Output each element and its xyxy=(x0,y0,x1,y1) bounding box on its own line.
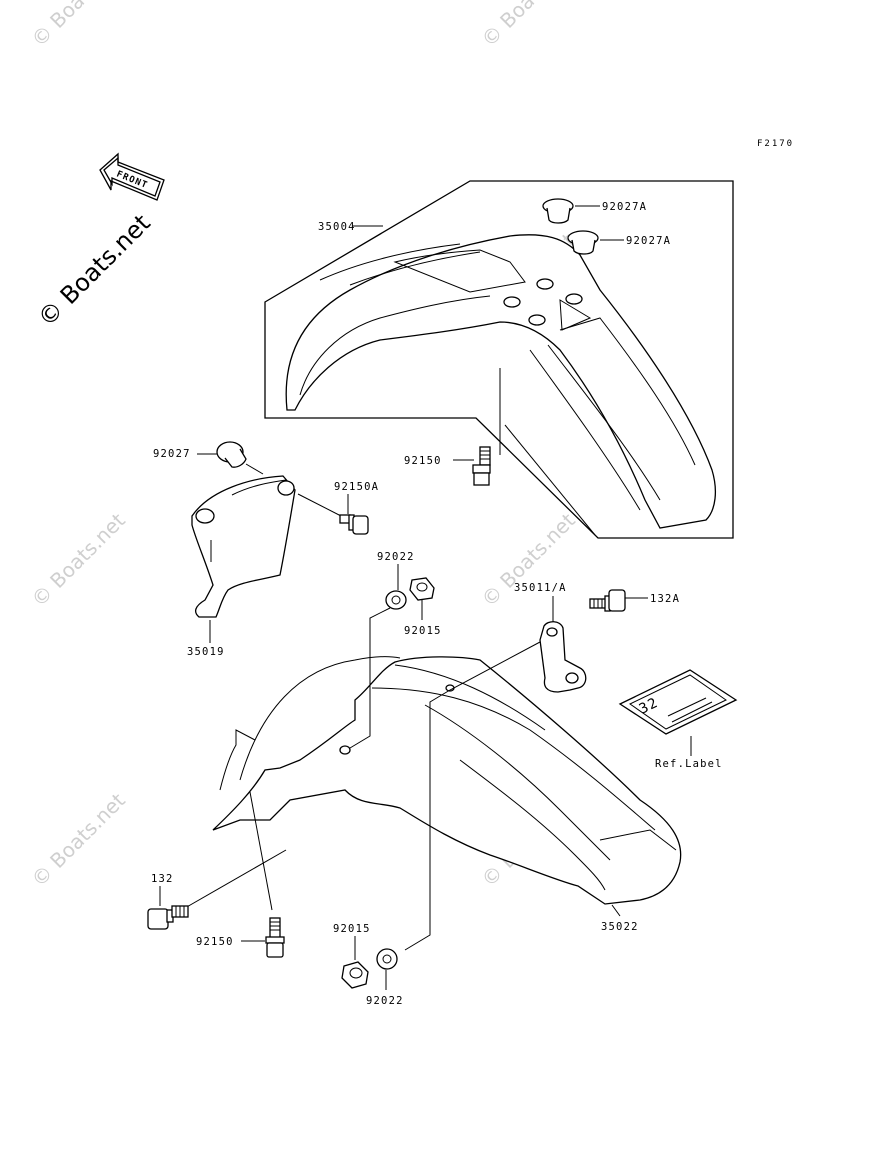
label-front-fender-bolt: 92150 xyxy=(404,455,442,467)
label-nut-lower: 92015 xyxy=(333,923,371,935)
watermark: © Boats.net xyxy=(27,0,130,52)
washer-upper-icon xyxy=(385,590,407,610)
label-washer-lower: 92022 xyxy=(366,995,404,1007)
bolt-front-fender-icon xyxy=(472,446,491,486)
washer-lower-icon xyxy=(376,948,398,970)
bolt-132-icon xyxy=(147,905,189,930)
watermark: © Boats.net xyxy=(477,508,580,611)
label-cap-lower: 92027A xyxy=(626,235,671,247)
label-side-cover-bolt: 92150A xyxy=(334,481,379,493)
leader-bracket-washer xyxy=(404,641,541,951)
label-side-cover: 35019 xyxy=(187,646,225,658)
watermark: © Boats.net xyxy=(477,0,580,52)
front-fender-group-box xyxy=(264,180,734,539)
decal-text: 32 xyxy=(637,695,661,718)
watermark: © Boats.net xyxy=(27,508,130,611)
front-arrow-icon: FRONT xyxy=(99,152,165,201)
nut-lower-icon xyxy=(341,961,369,989)
label-collar: 92027 xyxy=(153,448,191,460)
watermark-main: © Boats.net xyxy=(32,209,155,332)
label-ref-label: Ref.Label xyxy=(655,758,723,770)
cap-lower-icon xyxy=(567,230,599,255)
collar-icon xyxy=(216,441,247,468)
label-bracket-bolt: 132A xyxy=(650,593,680,605)
cap-upper-icon xyxy=(542,198,574,224)
leader-bolt-132 xyxy=(184,849,287,909)
label-bolt-132: 132 xyxy=(151,873,174,885)
side-cover-shape xyxy=(191,475,296,618)
label-nut-upper: 92015 xyxy=(404,625,442,637)
label-bracket: 35011/A xyxy=(514,582,567,594)
leader-washer-upper xyxy=(349,607,391,749)
bolt-side-cover-icon xyxy=(339,514,369,535)
bolt-bracket-icon xyxy=(589,589,626,612)
figure-code: F2170 xyxy=(757,139,794,149)
label-cap-upper: 92027A xyxy=(602,201,647,213)
bolt-rear-fender-icon xyxy=(265,917,285,958)
label-rear-fender-bolt: 92150 xyxy=(196,936,234,948)
nut-upper-icon xyxy=(409,577,435,601)
ref-label-decal-icon: 32 xyxy=(618,669,738,735)
front-fender-shape xyxy=(285,234,717,536)
watermark: © Boats.net xyxy=(27,788,130,891)
rear-fender-shape xyxy=(212,656,682,905)
label-front-fender: 35004 xyxy=(318,221,356,233)
bracket-icon xyxy=(539,621,587,693)
label-washer-upper: 92022 xyxy=(377,551,415,563)
leader-rear-bolt xyxy=(249,791,273,911)
label-rear-fender: 35022 xyxy=(601,921,639,933)
